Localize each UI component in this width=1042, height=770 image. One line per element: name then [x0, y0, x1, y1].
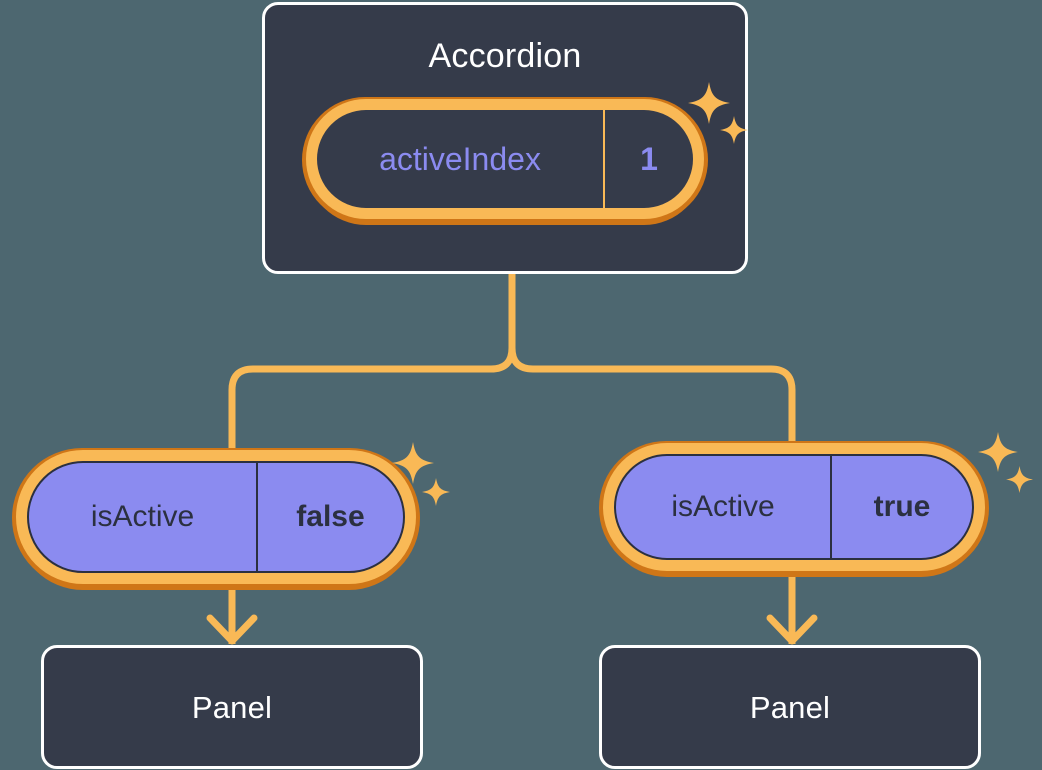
component-title-accordion: Accordion [428, 37, 582, 75]
state-pill-body: activeIndex 1 [317, 110, 693, 208]
arrowhead-left-icon [206, 614, 258, 645]
prop-pill-divider-right [830, 456, 832, 558]
state-pill-active-index[interactable]: activeIndex 1 [302, 97, 708, 223]
state-pill-divider [603, 110, 605, 208]
prop-pill-is-active-right[interactable]: isActive true [599, 441, 989, 575]
state-pill-value-active-index: 1 [640, 140, 658, 177]
prop-pill-key-is-active-right: isActive [671, 490, 775, 523]
component-box-panel-right[interactable]: Panel [599, 645, 981, 769]
prop-pill-key-is-active-left: isActive [90, 500, 195, 533]
prop-pill-value-is-active-right: true [873, 490, 931, 523]
prop-pill-value-is-active-left: false [296, 500, 365, 533]
prop-pill-body-left: isActive false [27, 461, 405, 573]
prop-pill-is-active-left[interactable]: isActive false [12, 448, 420, 588]
state-pill-key-active-index: activeIndex [379, 140, 541, 177]
arrowhead-right-icon [766, 614, 818, 645]
prop-pill-body-right: isActive true [614, 454, 974, 560]
connector-to-left-prop [228, 344, 516, 466]
component-box-panel-left[interactable]: Panel [41, 645, 423, 769]
connector-to-right-prop [508, 344, 796, 460]
component-title-panel-left: Panel [191, 689, 273, 725]
prop-pill-divider-left [256, 463, 258, 571]
component-title-panel-right: Panel [749, 689, 831, 725]
